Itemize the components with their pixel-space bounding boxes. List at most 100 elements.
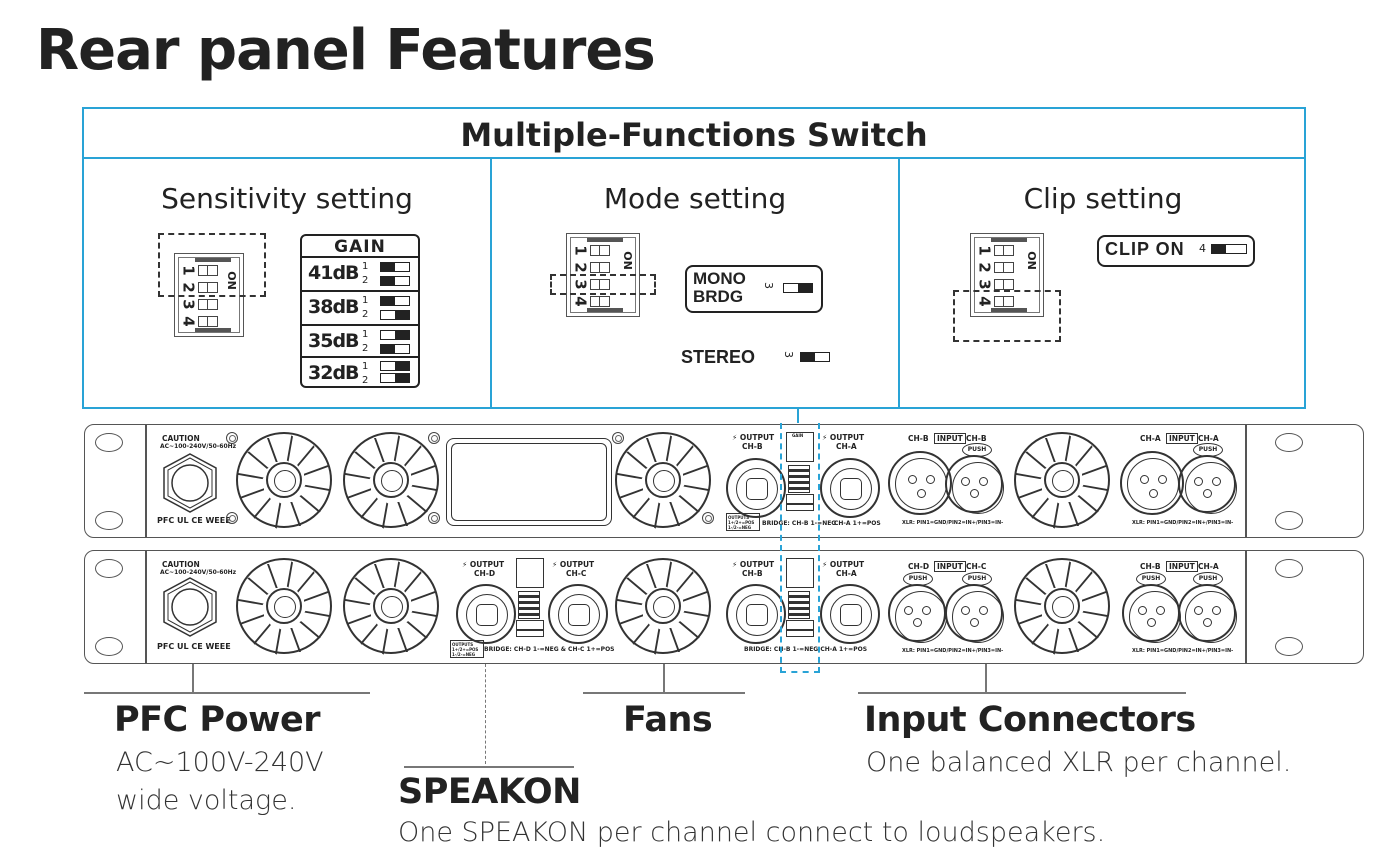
fan-blade	[382, 628, 389, 655]
fan-blade	[678, 495, 700, 513]
fan-blade	[404, 445, 422, 467]
caution-voltage: AC~100-240V/50-60Hz	[160, 569, 237, 576]
xlr-female-connector	[945, 584, 1004, 643]
fan-blade	[1075, 571, 1093, 593]
xlr-male-connector	[1120, 451, 1184, 515]
fan-blade	[360, 623, 378, 645]
fan-blade	[1015, 473, 1042, 480]
callout-line	[404, 766, 574, 768]
fan-blade	[1082, 610, 1109, 617]
output-ch-b-label: CH-B	[742, 442, 763, 451]
output-ch-a-label: CH-A	[836, 442, 857, 451]
callout-line	[858, 692, 1186, 694]
fan-blade	[654, 628, 661, 655]
fan-blade	[1068, 628, 1080, 652]
fan-blade	[299, 621, 321, 639]
fan-blade	[1018, 488, 1042, 500]
fan-blade	[645, 438, 657, 462]
fan-blade	[406, 621, 428, 639]
fan-icon	[343, 432, 439, 529]
bridge-label: BRIDGE: CH-D 1-=NEG & CH-C 1+=POS	[484, 646, 615, 653]
fan-blade	[247, 451, 269, 469]
stereo-switch-graphic	[800, 352, 830, 362]
fan-blade	[373, 564, 385, 588]
fan-blade	[347, 614, 371, 626]
ac-power-inlet	[163, 453, 217, 513]
pfc-power-desc: AC~100V-240V wide voltage.	[116, 747, 324, 816]
cert-marks: PFC UL CE WEEE	[157, 516, 231, 525]
fan-blade	[1018, 614, 1042, 626]
fan-blade	[1031, 497, 1049, 519]
mini-switch-block	[786, 558, 814, 638]
fan-blade	[1077, 495, 1099, 513]
fan-blade	[354, 577, 376, 595]
fan-blade	[406, 495, 428, 513]
clip-on-label-box: CLIP ON 4	[1097, 235, 1255, 267]
multi-function-switch-panel	[82, 107, 1306, 409]
xlr-pinout-label: XLR: PIN1=GND/PIN2=IN+/PIN3=IN-	[902, 520, 1004, 526]
input-connectors-desc: One balanced XLR per channel.	[866, 747, 1292, 778]
fan-blade	[619, 614, 643, 626]
output-label: ⚡ OUTPUT	[822, 560, 865, 569]
fan-blade	[1025, 451, 1047, 469]
fan-blade	[286, 561, 293, 588]
output-label: ⚡ OUTPUT	[732, 433, 775, 442]
highlight-switches-1-2	[158, 233, 266, 297]
fan-blade	[237, 599, 264, 606]
fan-blade	[253, 623, 271, 645]
fan-blade	[632, 623, 650, 645]
xlr-female-connector	[945, 455, 1004, 514]
fan-blade	[304, 484, 331, 491]
fan-blade	[354, 451, 376, 469]
dip-switch-clip: 1 2 3 4 ON	[970, 233, 1044, 317]
fan-blade	[619, 488, 643, 500]
fans-title: Fans	[623, 700, 713, 740]
highlight-switch-3	[550, 274, 656, 295]
fan-blade	[297, 571, 315, 593]
fan-blade	[411, 590, 435, 602]
clip-setting-title: Clip setting	[1023, 182, 1183, 215]
fan-blade	[240, 614, 264, 626]
callout-line	[84, 692, 370, 694]
fan-blade	[654, 502, 661, 529]
output-ch-d-label: CH-D	[474, 569, 496, 578]
fan-blade	[344, 473, 371, 480]
fan-blade	[360, 497, 378, 519]
fan-blade	[683, 610, 710, 617]
xlr-female-connector	[1122, 584, 1181, 643]
fan-blade	[1082, 590, 1106, 602]
fan-blade	[1015, 599, 1042, 606]
mode-setting-title: Mode setting	[603, 182, 787, 215]
fan-blade	[411, 484, 438, 491]
highlight-switch-4	[953, 290, 1061, 342]
sensitivity-setting-title: Sensitivity setting	[161, 182, 413, 215]
input-label: CH-B	[966, 434, 987, 443]
output-label: ⚡ OUTPUT	[462, 560, 505, 569]
bridge-label: BRIDGE: CH-B 1-=NEG	[762, 520, 837, 527]
mini-switch-block	[516, 558, 544, 638]
speakon-connector-ch-b	[726, 584, 786, 644]
fan-blade	[397, 502, 409, 526]
fan-blade	[678, 621, 700, 639]
fan-icon	[615, 432, 711, 529]
fan-blade	[1064, 435, 1071, 462]
caution-label: CAUTION	[162, 560, 200, 569]
fan-blade	[665, 561, 672, 588]
input-connectors-title: Input Connectors	[864, 700, 1196, 740]
input-label: CH-A	[1198, 562, 1219, 571]
fan-blade	[616, 473, 643, 480]
input-badge: INPUT	[1166, 433, 1198, 444]
fan-blade	[626, 577, 648, 595]
outputs-box: OUTPUTS 1+/2+=POS 1-/2-=NEG	[726, 513, 760, 531]
fan-icon	[615, 558, 711, 655]
xlr-pinout-label: XLR: PIN1=GND/PIN2=IN+/PIN3=IN-	[902, 648, 1004, 654]
fan-blade	[344, 599, 371, 606]
callout-line	[663, 664, 665, 692]
fan-blade	[669, 628, 681, 652]
callout-line	[485, 664, 486, 764]
fan-blade	[393, 435, 400, 462]
speakon-connector-ch-b	[726, 458, 786, 518]
callout-line	[583, 692, 745, 694]
